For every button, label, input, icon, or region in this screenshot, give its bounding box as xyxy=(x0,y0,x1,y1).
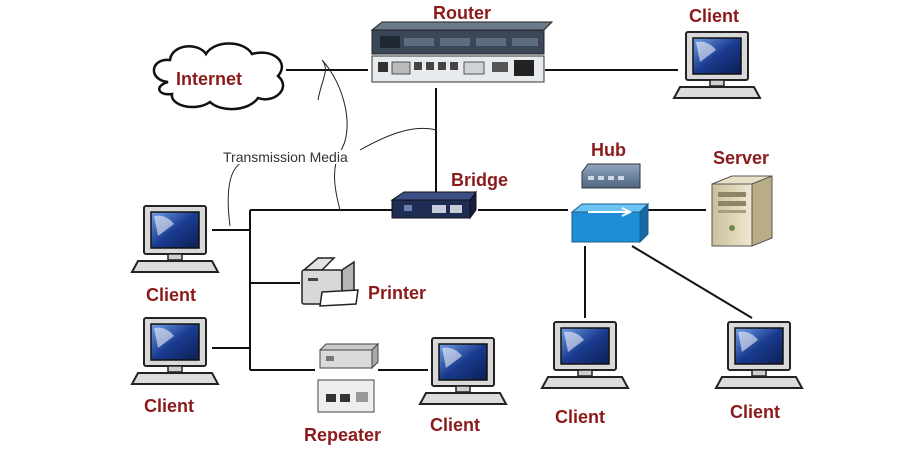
client-label-left-top: Client xyxy=(146,285,197,305)
client-label-top-right: Client xyxy=(689,6,740,26)
printer-label: Printer xyxy=(368,283,427,303)
server-tower-icon xyxy=(711,175,773,247)
printer-icon xyxy=(301,257,359,307)
server-label: Server xyxy=(713,148,770,168)
client-label-bottom-2: Client xyxy=(555,407,606,427)
internet-label: Internet xyxy=(176,69,243,89)
desktop-computer-icon xyxy=(419,337,507,405)
desktop-computer-icon xyxy=(715,321,803,389)
bridge-device-icon xyxy=(390,190,477,220)
bridge-label: Bridge xyxy=(451,170,509,190)
repeater-device-icon xyxy=(317,342,380,413)
client-label-left-bottom: Client xyxy=(144,396,195,416)
hub-switch-icon xyxy=(570,163,650,244)
desktop-computer-icon xyxy=(131,317,219,385)
hub-label: Hub xyxy=(591,140,626,160)
repeater-label: Repeater xyxy=(304,425,382,445)
link-hub-client-2 xyxy=(631,245,753,319)
connection-lines xyxy=(212,69,753,371)
cloud-icon xyxy=(152,42,285,111)
router-label: Router xyxy=(433,3,491,23)
desktop-computer-icon xyxy=(673,31,761,99)
transmission-media-label: Transmission Media xyxy=(221,149,350,165)
client-label-bottom-1: Client xyxy=(430,415,481,435)
router-icon xyxy=(370,21,554,83)
client-label-bottom-3: Client xyxy=(730,402,781,422)
desktop-computer-icon xyxy=(131,205,219,273)
desktop-computer-icon xyxy=(541,321,629,389)
